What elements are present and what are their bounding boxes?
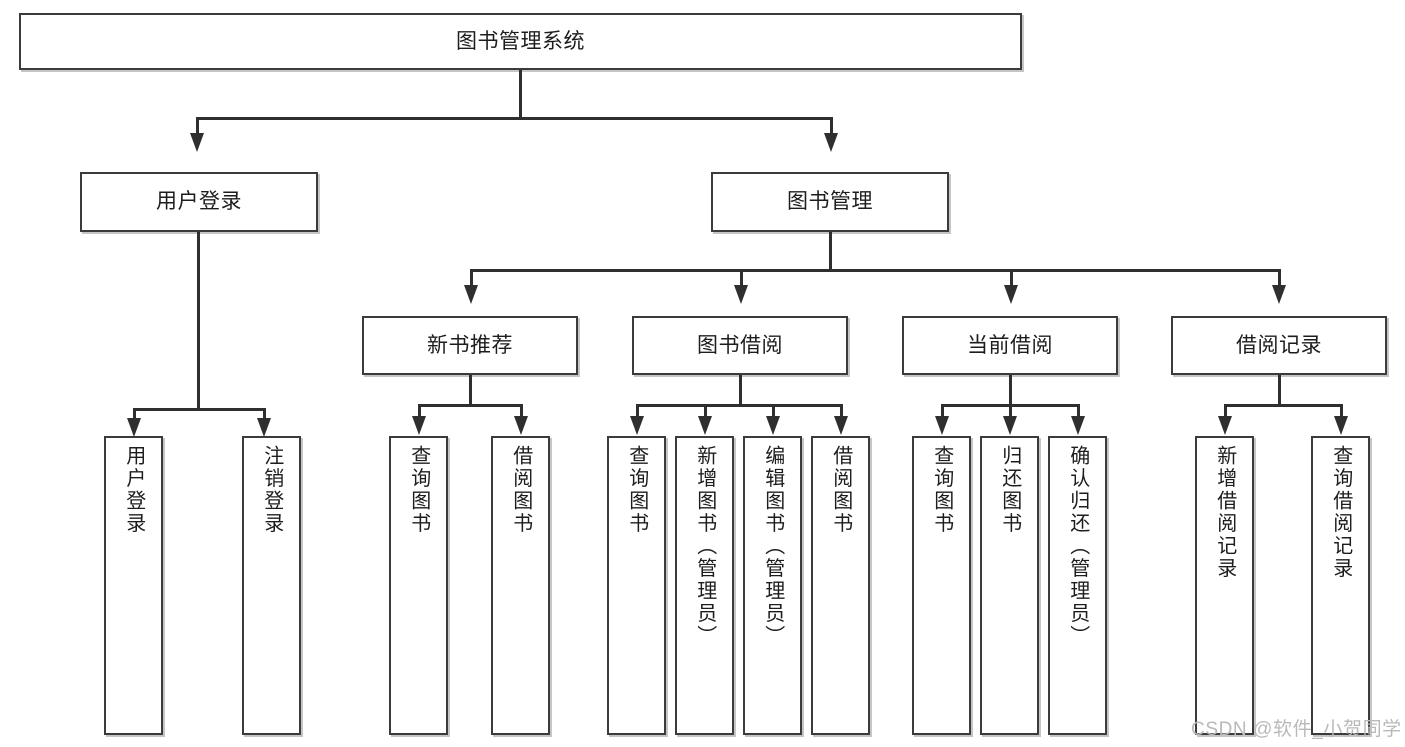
leaf-label: 借阅图书	[509, 445, 532, 535]
arrow-to-book-borrow	[734, 285, 748, 304]
leaf-label: 查询图书	[407, 445, 430, 535]
leaf-label: 借阅图书	[829, 445, 852, 535]
arrow-to-leaf-user-login	[127, 418, 141, 437]
connector-new-book-drop-2	[520, 404, 523, 418]
connector-user-login-drop-2	[263, 408, 266, 420]
connector-root-stem	[519, 70, 522, 118]
connector-user-login-stem	[197, 232, 200, 410]
arrow-to-book-manage	[824, 133, 838, 152]
connector-book-borrow-drop-1	[636, 404, 639, 418]
connector-book-borrow-stem	[739, 375, 742, 406]
arrow-to-leaf-borrow-book-1	[514, 416, 528, 435]
connector-level2-drop-4	[1278, 269, 1281, 287]
arrow-to-user-login	[190, 133, 204, 152]
arrow-to-leaf-query-book-3	[935, 416, 949, 435]
leaf-label: 确认归还（管理员）	[1066, 445, 1089, 648]
connector-borrow-record-stem	[1278, 375, 1281, 406]
node-user-login[interactable]: 用户登录	[80, 172, 318, 232]
arrow-to-leaf-confirm-return	[1071, 416, 1085, 435]
node-label: 当前借阅	[967, 333, 1053, 357]
node-book-borrow[interactable]: 图书借阅	[632, 316, 848, 375]
leaf-label: 新增借阅记录	[1213, 445, 1236, 580]
leaf-query-book-recommend[interactable]: 查询图书	[389, 436, 448, 735]
connector-book-borrow-drop-4	[840, 404, 843, 418]
leaf-label: 归还图书	[998, 445, 1021, 535]
arrow-to-leaf-query-book-2	[630, 416, 644, 435]
leaf-add-book[interactable]: 新增图书（管理员）	[675, 436, 734, 735]
node-label: 用户登录	[156, 190, 242, 214]
node-label: 图书管理系统	[456, 29, 585, 53]
leaf-label: 新增图书（管理员）	[693, 445, 716, 648]
leaf-query-book-borrow[interactable]: 查询图书	[607, 436, 666, 735]
connector-current-borrow-drop-1	[941, 404, 944, 418]
connector-book-borrow-drop-3	[772, 404, 775, 418]
arrow-to-current-borrow	[1004, 285, 1018, 304]
leaf-label: 编辑图书（管理员）	[761, 445, 784, 648]
connector-current-borrow-drop-2	[1009, 404, 1012, 418]
connector-book-borrow-bus	[636, 404, 842, 407]
arrow-to-leaf-add-book	[698, 416, 712, 435]
leaf-query-borrow-record[interactable]: 查询借阅记录	[1311, 436, 1370, 735]
leaf-label: 用户登录	[122, 445, 145, 535]
node-new-book-recommend[interactable]: 新书推荐	[362, 316, 578, 375]
leaf-borrow-book[interactable]: 借阅图书	[811, 436, 870, 735]
node-label: 新书推荐	[427, 333, 513, 357]
leaf-label: 查询图书	[625, 445, 648, 535]
leaf-label: 查询图书	[930, 445, 953, 535]
connector-new-book-drop-1	[418, 404, 421, 418]
connector-new-book-bus	[418, 404, 522, 407]
connector-book-manage-stem	[829, 232, 832, 271]
leaf-user-login[interactable]: 用户登录	[104, 436, 163, 735]
connector-current-borrow-stem	[1009, 375, 1012, 406]
connector-new-book-stem	[469, 375, 472, 406]
arrow-to-leaf-return-book	[1003, 416, 1017, 435]
arrow-to-new-book	[464, 285, 478, 304]
node-label: 借阅记录	[1236, 333, 1322, 357]
arrow-to-leaf-borrow-book-2	[834, 416, 848, 435]
node-label: 图书管理	[787, 190, 873, 214]
connector-root-drop-right	[830, 117, 833, 135]
node-book-manage[interactable]: 图书管理	[711, 172, 949, 232]
arrow-to-leaf-add-record	[1218, 416, 1232, 435]
connector-book-borrow-drop-2	[704, 404, 707, 418]
connector-user-login-bus	[133, 408, 265, 411]
arrow-to-leaf-query-book-1	[412, 416, 426, 435]
leaf-query-book-current[interactable]: 查询图书	[912, 436, 971, 735]
leaf-return-book[interactable]: 归还图书	[980, 436, 1039, 735]
node-label: 图书借阅	[697, 333, 783, 357]
leaf-confirm-return[interactable]: 确认归还（管理员）	[1048, 436, 1107, 735]
connector-root-bus	[196, 117, 832, 120]
connector-root-drop-left	[196, 117, 199, 135]
leaf-logout[interactable]: 注销登录	[242, 436, 301, 735]
connector-level2-drop-3	[1010, 269, 1013, 287]
leaf-borrow-book-recommend[interactable]: 借阅图书	[491, 436, 550, 735]
connector-borrow-record-drop-2	[1340, 404, 1343, 418]
leaf-add-borrow-record[interactable]: 新增借阅记录	[1195, 436, 1254, 735]
arrow-to-leaf-edit-book	[766, 416, 780, 435]
connector-borrow-record-drop-1	[1224, 404, 1227, 418]
leaf-label: 查询借阅记录	[1329, 445, 1352, 580]
connector-current-borrow-drop-3	[1077, 404, 1080, 418]
connector-level2-drop-2	[740, 269, 743, 287]
node-root-system[interactable]: 图书管理系统	[19, 13, 1022, 70]
arrow-to-leaf-query-record	[1334, 416, 1348, 435]
connector-level2-bus	[470, 269, 1280, 272]
arrow-to-leaf-logout	[257, 418, 271, 437]
node-borrow-record[interactable]: 借阅记录	[1171, 316, 1387, 375]
arrow-to-borrow-record	[1272, 285, 1286, 304]
connector-user-login-drop-1	[133, 408, 136, 420]
leaf-label: 注销登录	[260, 445, 283, 535]
node-current-borrow[interactable]: 当前借阅	[902, 316, 1118, 375]
connector-borrow-record-bus	[1224, 404, 1342, 407]
connector-level2-drop-1	[470, 269, 473, 287]
leaf-edit-book[interactable]: 编辑图书（管理员）	[743, 436, 802, 735]
